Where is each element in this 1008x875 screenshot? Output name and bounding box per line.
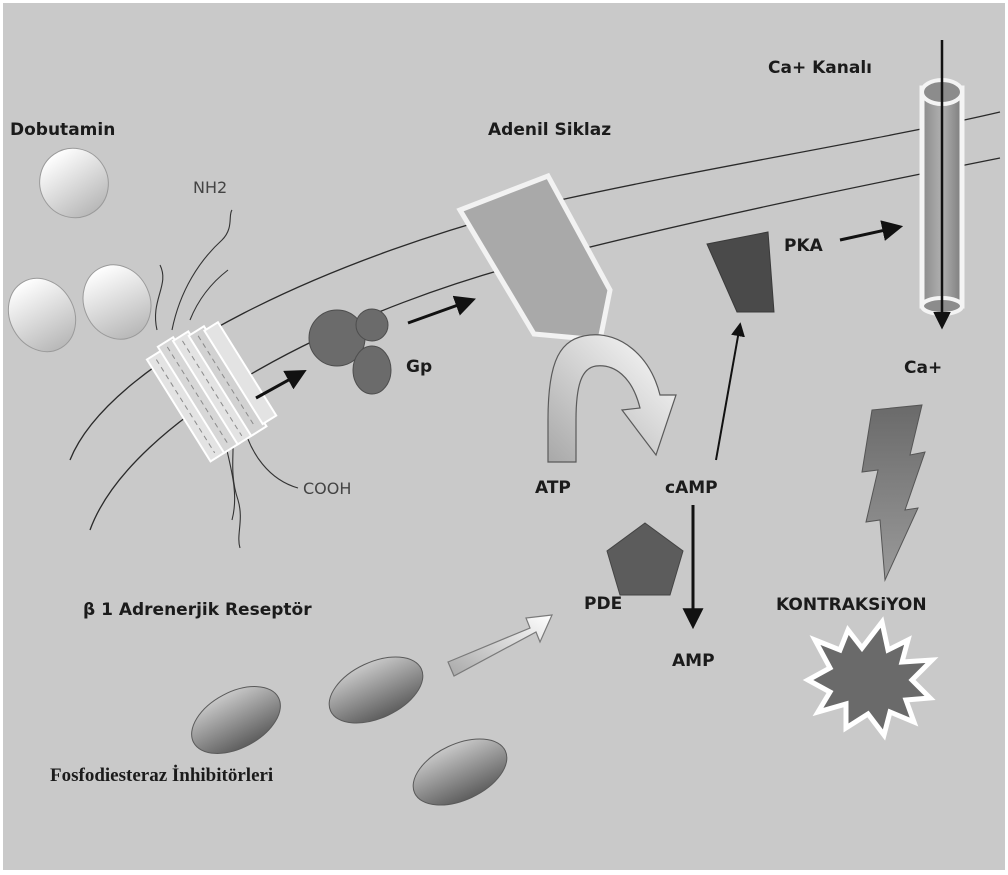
label-receptor: β 1 Adrenerjik Reseptör [83, 600, 312, 620]
label-dobutamin: Dobutamin [10, 120, 115, 140]
label-ca: Ca+ [904, 358, 942, 378]
label-amp: AMP [672, 651, 715, 671]
label-camp: cAMP [665, 478, 718, 498]
label-ca-kanali: Ca+ Kanalı [768, 58, 872, 78]
label-atp: ATP [535, 478, 571, 498]
label-nh2: NH2 [193, 178, 227, 197]
label-kontraksiyon: KONTRAKSiYON [776, 595, 927, 615]
label-pka: PKA [784, 236, 824, 256]
label-gp: Gp [406, 357, 432, 377]
label-adenil-siklaz: Adenil Siklaz [488, 120, 611, 140]
label-pde-inhibitors: Fosfodiesteraz İnhibitörleri [50, 765, 273, 786]
label-cooh: COOH [303, 479, 351, 498]
label-pde: PDE [584, 594, 622, 614]
